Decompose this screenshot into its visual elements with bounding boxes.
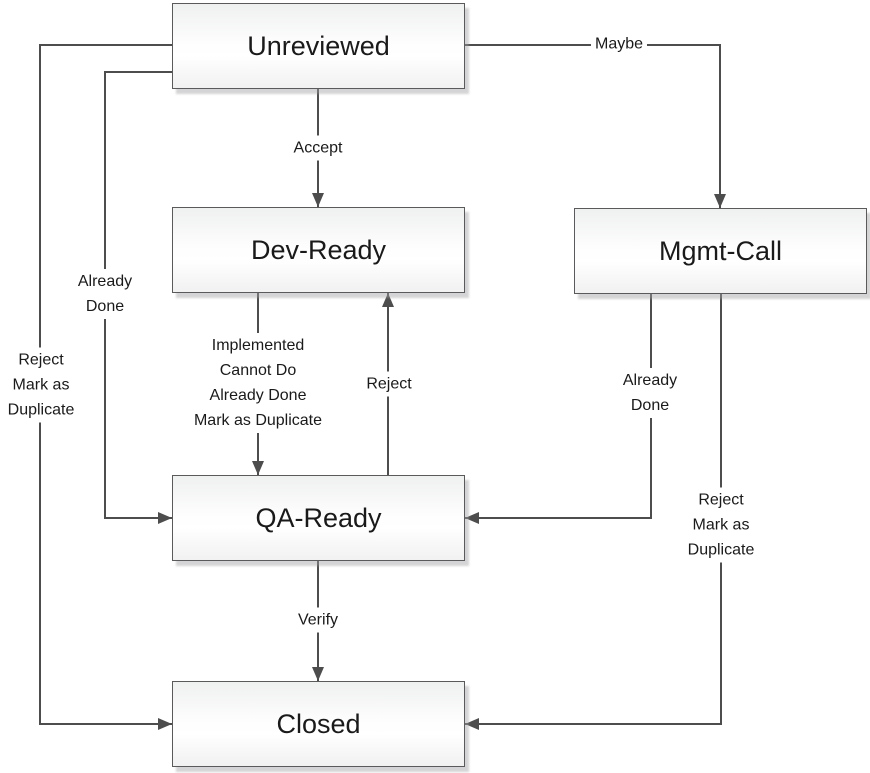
edge-label-reject-mid: Reject bbox=[362, 371, 416, 397]
edge-label-reject-duplicate-right: Reject Mark as Duplicate bbox=[683, 487, 759, 563]
node-closed-label: Closed bbox=[276, 708, 361, 739]
edge-label-reject-duplicate-left: Reject Mark as Duplicate bbox=[3, 347, 79, 423]
edge-label-verify: Verify bbox=[293, 607, 343, 633]
edge-label-implemented-group: Implemented Cannot Do Already Done Mark … bbox=[189, 333, 327, 433]
node-unreviewed: Unreviewed bbox=[172, 3, 465, 89]
node-qa-ready: QA-Ready bbox=[172, 475, 465, 561]
edge-label-already-done-right: Already Done bbox=[618, 368, 682, 418]
node-dev-ready: Dev-Ready bbox=[172, 207, 465, 293]
node-dev-ready-label: Dev-Ready bbox=[250, 234, 387, 265]
edge-label-maybe: Maybe bbox=[590, 31, 648, 57]
node-mgmt-call-label: Mgmt-Call bbox=[658, 235, 782, 266]
edge-label-already-done-left: Already Done bbox=[73, 269, 137, 319]
edge-label-accept: Accept bbox=[289, 135, 347, 161]
node-unreviewed-label: Unreviewed bbox=[247, 30, 390, 61]
node-mgmt-call: Mgmt-Call bbox=[574, 208, 867, 294]
node-closed: Closed bbox=[172, 681, 465, 767]
edge-unreviewed-to-mgmtcall bbox=[465, 44, 726, 208]
node-qa-ready-label: QA-Ready bbox=[255, 502, 382, 533]
edge-mgmtcall-to-closed bbox=[465, 294, 722, 730]
